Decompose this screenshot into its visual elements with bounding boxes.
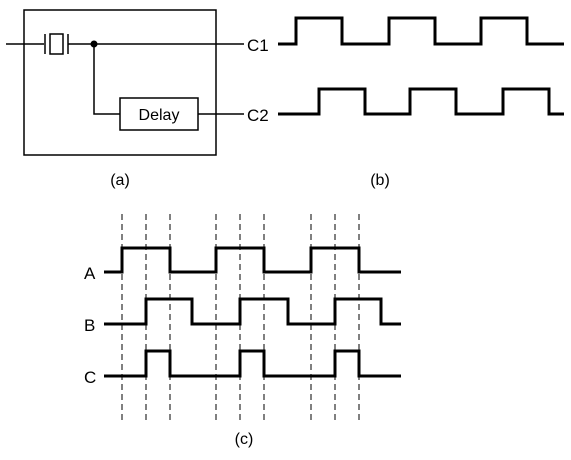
waveform-panel: C1 C2 (b) (247, 16, 564, 189)
c2-label: C2 (247, 106, 269, 125)
c1-waveform (278, 16, 564, 46)
signal-a-waveform (104, 246, 401, 274)
circuit-box (23, 9, 217, 156)
crystal-icon (44, 33, 69, 55)
delay-label: Delay (139, 107, 180, 124)
c2-waveform (278, 87, 564, 116)
caption-b: (b) (370, 172, 390, 189)
circuit-panel: Delay (a) (6, 9, 244, 189)
signal-c-label: C (84, 368, 96, 387)
signal-b-waveform (104, 297, 401, 326)
delay-block (119, 97, 199, 131)
branch-wire (93, 44, 120, 115)
timing-panel: A B C (c) (84, 214, 401, 448)
caption-c: (c) (235, 431, 254, 448)
c1-label: C1 (247, 36, 269, 55)
signal-b-label: B (84, 316, 95, 335)
caption-a: (a) (110, 172, 130, 189)
signal-c-waveform (104, 349, 401, 378)
signal-a-label: A (84, 264, 96, 283)
